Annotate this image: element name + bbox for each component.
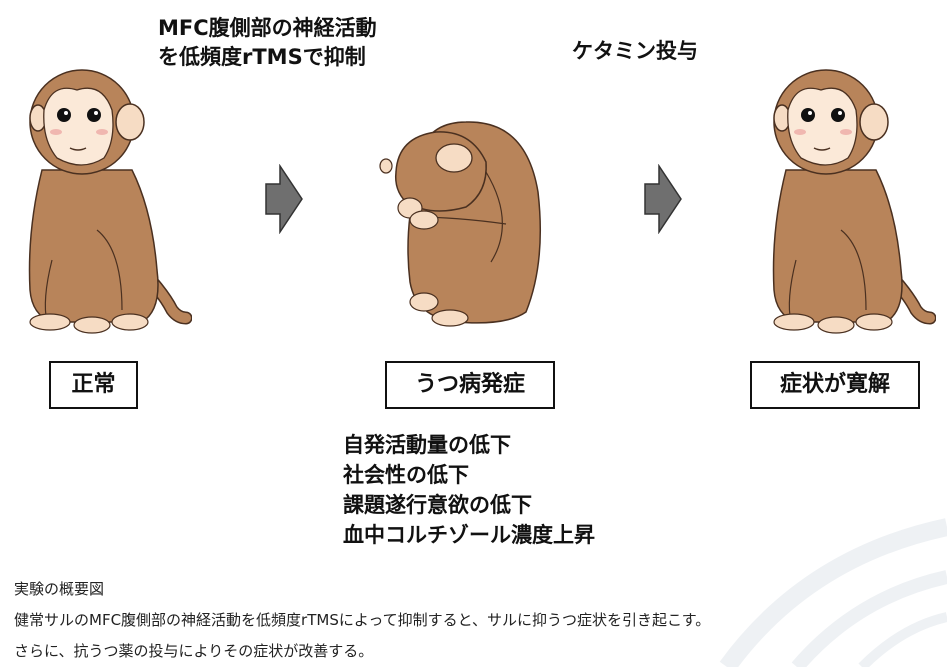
arrow-right-icon bbox=[265, 164, 303, 234]
rtms-note-line-1: MFC腹側部の神経活動 bbox=[158, 16, 377, 40]
recovered-monkey-illustration bbox=[772, 69, 936, 334]
caption-line: さらに、抗うつ薬の投与によりその症状が改善する。 bbox=[14, 642, 374, 660]
depressed-monkey-illustration bbox=[379, 121, 541, 327]
ketamine-intervention-note: ケタミン投与 bbox=[572, 39, 698, 63]
caption-title: 実験の概要図 bbox=[14, 580, 105, 598]
symptom-item: 社会性の低下 bbox=[343, 463, 469, 487]
state-label-depression-onset: うつ病発症 bbox=[385, 361, 555, 409]
symptom-item: 血中コルチゾール濃度上昇 bbox=[343, 523, 595, 547]
symptom-item: 自発活動量の低下 bbox=[343, 433, 511, 457]
symptom-item: 課題遂行意欲の低下 bbox=[343, 493, 532, 517]
watermark-graphic bbox=[719, 518, 947, 667]
state-label-normal: 正常 bbox=[49, 361, 138, 409]
state-label-remission: 症状が寛解 bbox=[750, 361, 920, 409]
caption-line: 健常サルのMFC腹側部の神経活動を低頻度rTMSによって抑制すると、サルに抑うつ… bbox=[14, 611, 711, 629]
symptom-list: 自発活動量の低下 社会性の低下 課題遂行意欲の低下 血中コルチゾール濃度上昇 bbox=[343, 430, 595, 550]
rtms-intervention-note: MFC腹側部の神経活動 を低頻度rTMSで抑制 bbox=[158, 14, 377, 72]
normal-monkey-illustration bbox=[28, 69, 192, 334]
arrow-right-icon bbox=[644, 164, 682, 234]
rtms-note-line-2: を低頻度rTMSで抑制 bbox=[158, 45, 366, 69]
